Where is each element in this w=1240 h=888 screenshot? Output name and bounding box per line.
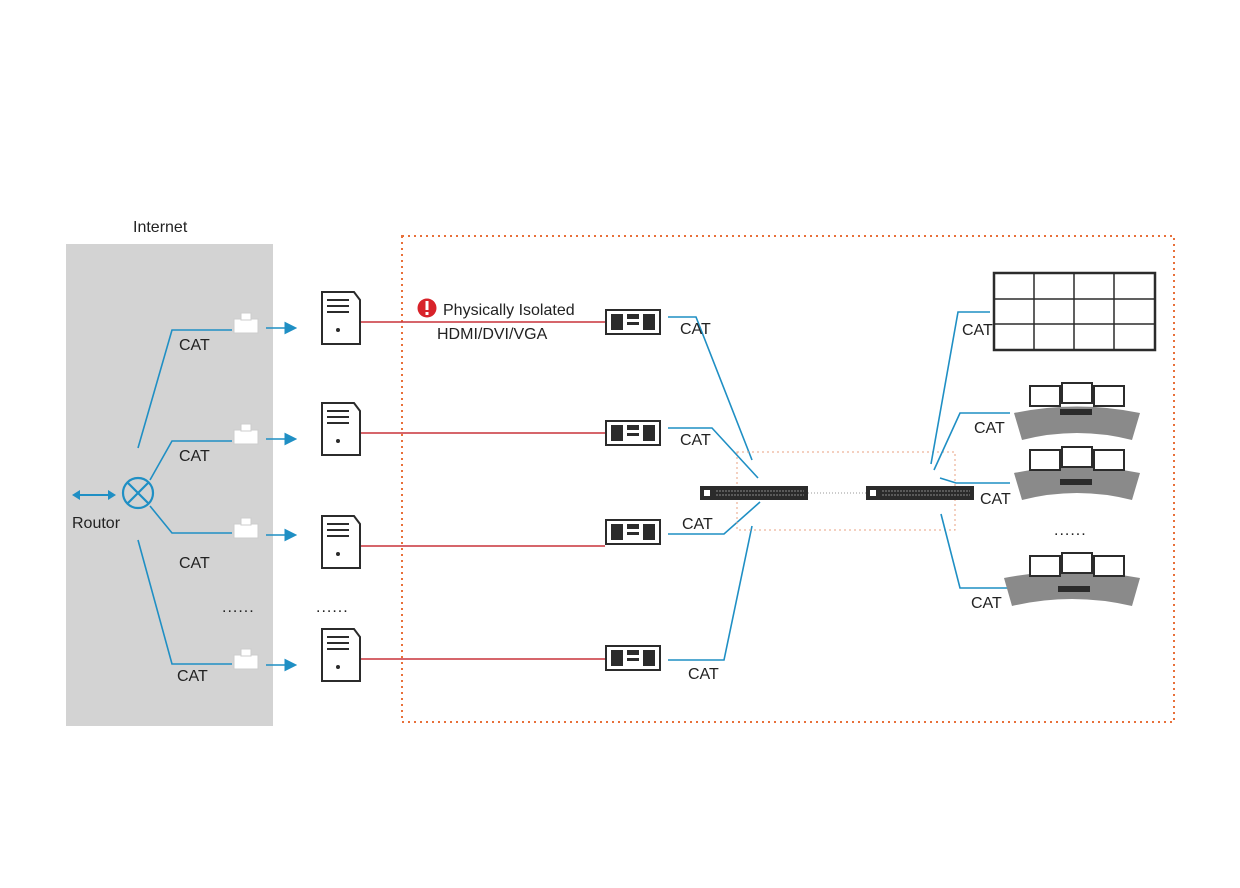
cat-cable-extender-1 [668, 316, 753, 461]
cat-cable-port-2 [149, 440, 232, 481]
operator-console-icon [1004, 552, 1140, 606]
cat-label-extender-4: CAT [688, 666, 719, 683]
cat-label-internet-3: CAT [179, 555, 210, 572]
operator-console-icon [1014, 382, 1140, 440]
computer-tower-icon [321, 291, 361, 345]
ports-ellipsis: ...... [222, 599, 255, 616]
network-switch-icon [866, 486, 974, 500]
cat-cable-console-2 [939, 477, 1010, 484]
cat-label-output-console-3: CAT [971, 595, 1002, 612]
cat-label-extender-1: CAT [680, 321, 711, 338]
network-port-icon [233, 423, 259, 445]
router-uplink-arrow [72, 490, 116, 500]
kvm-extender-icon [605, 309, 661, 335]
exclamation-icon [417, 298, 437, 318]
cat-cable-extender-4 [668, 525, 753, 661]
network-port-icon [233, 517, 259, 539]
physically-isolated-label: Physically Isolated [443, 302, 575, 319]
cat-label-internet-1: CAT [179, 337, 210, 354]
network-port-icon [233, 648, 259, 670]
kvm-extender-icon [605, 519, 661, 545]
cat-cable-port-1 [137, 329, 232, 449]
operator-console-icon [1014, 446, 1140, 500]
cat-cable-extender-3 [668, 501, 761, 535]
network-switch-icon [700, 486, 808, 500]
cat-cable-video-wall [930, 311, 990, 465]
computer-tower-icon [321, 628, 361, 682]
kvm-extender-icon [605, 420, 661, 446]
video-wall-icon [992, 271, 1157, 352]
cat-cable-console-3 [940, 513, 1008, 589]
cat-label-output-console-1: CAT [974, 420, 1005, 437]
computers-ellipsis: ...... [316, 599, 349, 616]
computer-tower-icon [321, 402, 361, 456]
cat-label-internet-4: CAT [177, 668, 208, 685]
cat-cable-port-4 [137, 539, 232, 665]
network-port-icon [233, 312, 259, 334]
cat-label-extender-3: CAT [682, 516, 713, 533]
consoles-ellipsis: ...... [1054, 522, 1087, 539]
cat-cable-console-1 [933, 412, 1010, 471]
computer-tower-icon [321, 515, 361, 569]
cat-label-internet-2: CAT [179, 448, 210, 465]
cat-cable-extender-2 [668, 427, 759, 479]
cat-cable-port-3 [149, 505, 232, 534]
cat-label-output-wall: CAT [962, 322, 993, 339]
isolated-zone-boundary [401, 235, 1175, 723]
router-label: Routor [72, 515, 121, 532]
cat-label-output-console-2: CAT [980, 491, 1011, 508]
router-icon [121, 476, 155, 510]
cat-label-extender-2: CAT [680, 432, 711, 449]
internet-label: Internet [133, 219, 188, 236]
kvm-extender-icon [605, 645, 661, 671]
video-interface-label: HDMI/DVI/VGA [437, 326, 548, 343]
